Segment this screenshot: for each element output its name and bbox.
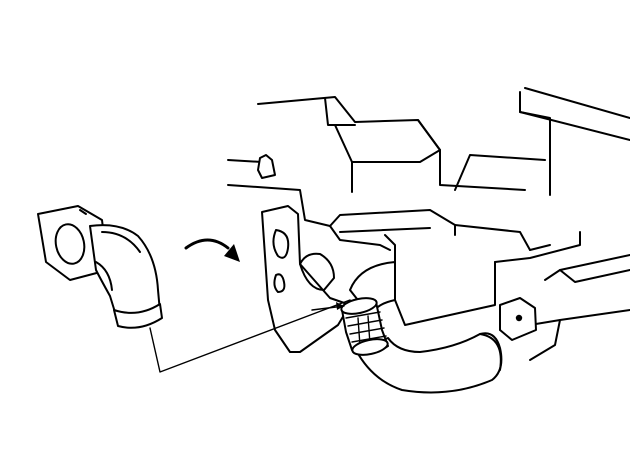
rotate-arrow-icon bbox=[184, 238, 240, 262]
locating-peg bbox=[257, 154, 276, 179]
exploded-view-leader-line bbox=[149, 299, 351, 373]
housing-top-panel bbox=[227, 87, 630, 227]
hose-clamp bbox=[340, 297, 389, 356]
duct-elbow-adapter bbox=[37, 205, 163, 329]
housing-cavity bbox=[329, 209, 630, 361]
mounting-flange-plate bbox=[261, 205, 351, 353]
bracket bbox=[499, 297, 537, 341]
